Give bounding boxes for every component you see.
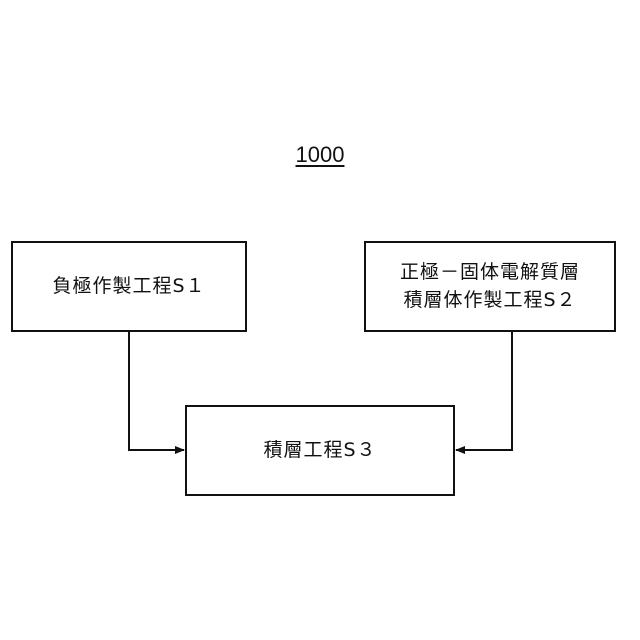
step-label-s1-line-1: 負極作製工程S１ bbox=[52, 273, 205, 301]
step-box-s3: 積層工程S３ bbox=[185, 405, 455, 496]
step-box-s2: 正極－固体電解質層 積層体作製工程S２ bbox=[364, 241, 616, 332]
step-box-s1: 負極作製工程S１ bbox=[11, 241, 247, 332]
flow-arrow-s1-to-s3 bbox=[129, 332, 184, 450]
step-label-s2-line-1: 正極－固体電解質層 bbox=[400, 259, 580, 287]
figure-number: 1000 bbox=[270, 142, 370, 168]
step-label-s3-line-1: 積層工程S３ bbox=[263, 437, 376, 465]
step-label-s2-line-2: 積層体作製工程S２ bbox=[403, 287, 576, 315]
flow-arrow-s2-to-s3 bbox=[456, 332, 512, 450]
